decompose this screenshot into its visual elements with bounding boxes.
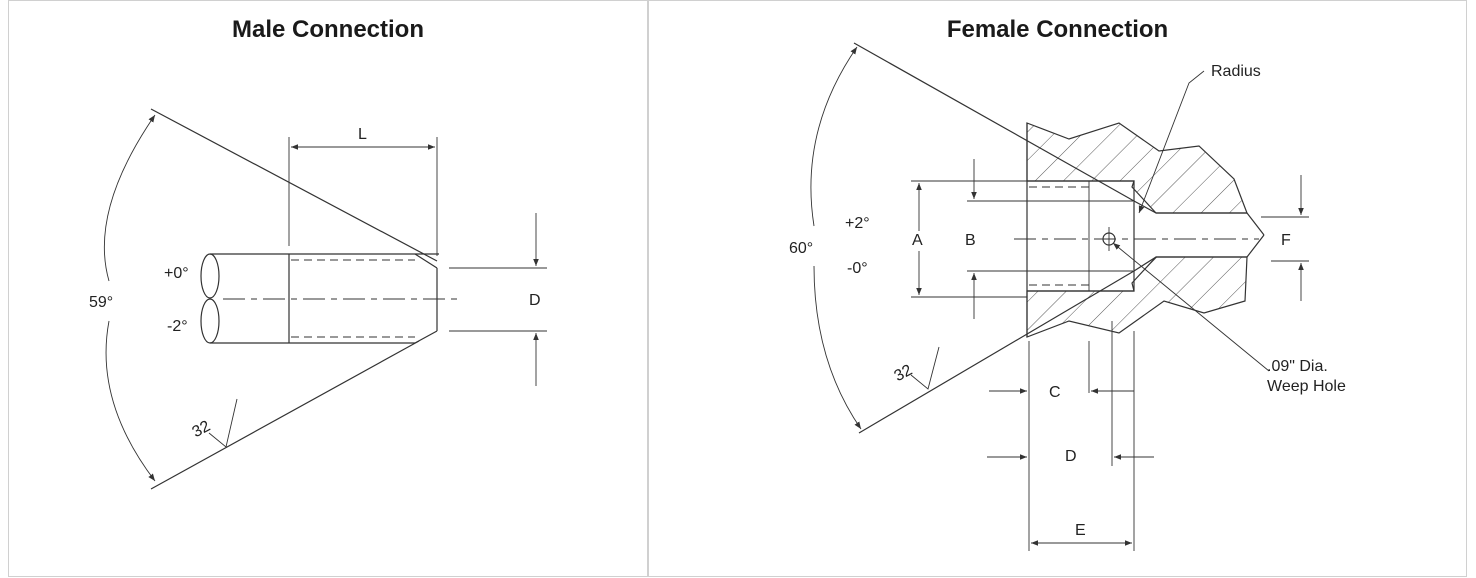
male-finish-symbol [208,398,238,448]
female-radius-leader [1138,70,1205,214]
female-angle-label: 60° [789,240,813,257]
female-weep-label-line2: Weep Hole [1267,378,1346,395]
male-taper-line-top [150,108,438,262]
female-body-hatch-top [1026,122,1248,214]
male-finish-label: 32 [190,418,214,441]
female-body-hatch-bottom [1026,256,1248,338]
female-port-tip-top [1246,212,1265,236]
female-label-C: C [1049,384,1061,401]
female-weep-label-line1: .09" Dia. [1267,358,1328,375]
male-angle-label: 59° [89,294,113,311]
male-chamfer-bottom [414,330,438,344]
male-pipe-end-bottom [200,298,220,344]
female-label-E: E [1075,522,1086,539]
female-angle-arc-top [810,46,858,227]
male-pipe-end-top [200,253,220,299]
female-tol-minus: -0° [847,260,868,277]
male-title: Male Connection [231,16,424,43]
male-tol-plus: +0° [164,265,189,282]
female-connection-panel: Female Connection [648,0,1467,577]
male-taper-line-bottom [150,340,420,490]
female-angle-arc-bottom [813,265,862,430]
female-tol-plus: +2° [845,215,870,232]
male-connection-panel: Male Connection 59° +0° -2° [8,0,648,577]
female-seat-bottom [1133,256,1157,272]
female-label-F: F [1281,232,1291,249]
female-cone-line-bottom [858,270,1135,434]
female-drawing: 60° +2° -0° .09" Dia. Weep Hole Radius A… [789,42,1346,551]
male-drawing: 59° +0° -2° L D 32 [89,108,547,490]
male-label-D: D [529,292,541,309]
female-label-D: D [1065,448,1077,465]
male-tol-minus: -2° [167,318,188,335]
female-seat-top [1133,200,1157,214]
female-port-tip-bottom [1246,234,1265,258]
female-finish-label: 32 [892,362,916,385]
male-angle-arc-top [103,114,156,282]
male-chamfer-top [414,253,438,269]
male-angle-arc-bottom [105,320,156,482]
male-label-L: L [358,126,367,143]
female-title: Female Connection [946,16,1169,43]
female-label-A: A [912,232,923,249]
female-radius-label: Radius [1211,63,1261,80]
female-cone-line-top [853,42,1135,202]
female-finish-symbol [910,346,940,390]
female-weep-leader [1112,242,1270,372]
female-label-B: B [965,232,976,249]
